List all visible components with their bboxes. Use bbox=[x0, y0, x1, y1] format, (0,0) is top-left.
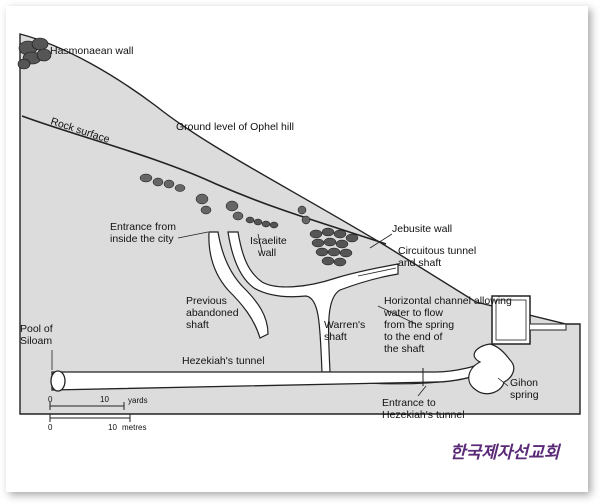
label-previous-1: Previous bbox=[186, 295, 227, 307]
scale-ten-metres: 10 bbox=[108, 423, 117, 432]
label-hasmonaean-wall: Hasmonaean wall bbox=[50, 45, 133, 57]
tunnel-mouth-siloam bbox=[50, 370, 66, 392]
israelite-wall-stones bbox=[245, 216, 279, 229]
label-previous-2: abandoned bbox=[186, 307, 239, 319]
rock-surface-line bbox=[21, 115, 387, 245]
rock-stones bbox=[139, 173, 311, 225]
label-pool-2: Siloam bbox=[20, 335, 52, 347]
gihon-spring-building bbox=[491, 295, 531, 345]
label-previous-3: shaft bbox=[186, 319, 209, 331]
label-warrens-2: shaft bbox=[324, 331, 347, 343]
gihon-building-inner bbox=[495, 299, 527, 341]
figure-frame: Hasmonaean wall Ground level of Ophel hi… bbox=[6, 6, 588, 492]
label-ground-level: Ground level of Ophel hill bbox=[176, 121, 294, 133]
label-entrance-hez-1: Entrance to bbox=[382, 397, 436, 409]
label-horizontal-5: the shaft bbox=[384, 343, 424, 355]
label-horizontal-4: to the end of bbox=[384, 331, 442, 343]
scale-bar bbox=[49, 402, 131, 422]
previous-abandoned-shaft bbox=[208, 231, 269, 339]
label-horizontal-3: from the spring bbox=[384, 319, 454, 331]
label-entrance-city-1: Entrance from bbox=[110, 221, 176, 233]
label-entrance-hez-2: Hezekiah's tunnel bbox=[382, 409, 465, 421]
warrens-shaft bbox=[227, 231, 399, 373]
scale-zero-yards: 0 bbox=[48, 395, 53, 404]
label-horizontal-2: water to flow bbox=[383, 307, 443, 319]
scale-ten-yards: 10 bbox=[100, 395, 109, 404]
label-horizontal-1: Horizontal channel allowing bbox=[384, 295, 512, 307]
ophel-hill-ground bbox=[19, 33, 581, 415]
label-circuitous-2: and shaft bbox=[398, 257, 441, 269]
jebusite-wall-stones bbox=[309, 227, 359, 267]
gihon-steps bbox=[530, 323, 567, 331]
label-hezekiahs-tunnel: Hezekiah's tunnel bbox=[182, 355, 265, 367]
label-israelite-1: Israelite bbox=[250, 235, 287, 247]
watermark-logo: 한국제자선교회 bbox=[450, 443, 562, 463]
hasmonaean-wall-stones bbox=[17, 37, 52, 70]
label-jebusite-wall: Jebusite wall bbox=[392, 223, 452, 235]
label-warrens-1: Warren's bbox=[324, 319, 365, 331]
label-gihon-1: Gihon bbox=[510, 377, 538, 389]
label-entrance-city-2: inside the city bbox=[110, 233, 174, 245]
leader-lines bbox=[51, 231, 509, 397]
ophel-hill-cross-section: Hasmonaean wall Ground level of Ophel hi… bbox=[17, 33, 581, 463]
label-pool-1: Pool of bbox=[20, 323, 53, 335]
scale-zero-metres: 0 bbox=[48, 423, 53, 432]
scale-unit-metres: metres bbox=[122, 423, 146, 432]
label-israelite-2: wall bbox=[257, 247, 276, 259]
label-gihon-2: spring bbox=[510, 389, 539, 401]
label-circuitous-1: Circuitous tunnel bbox=[398, 245, 476, 257]
scale-unit-yards: yards bbox=[128, 396, 148, 405]
